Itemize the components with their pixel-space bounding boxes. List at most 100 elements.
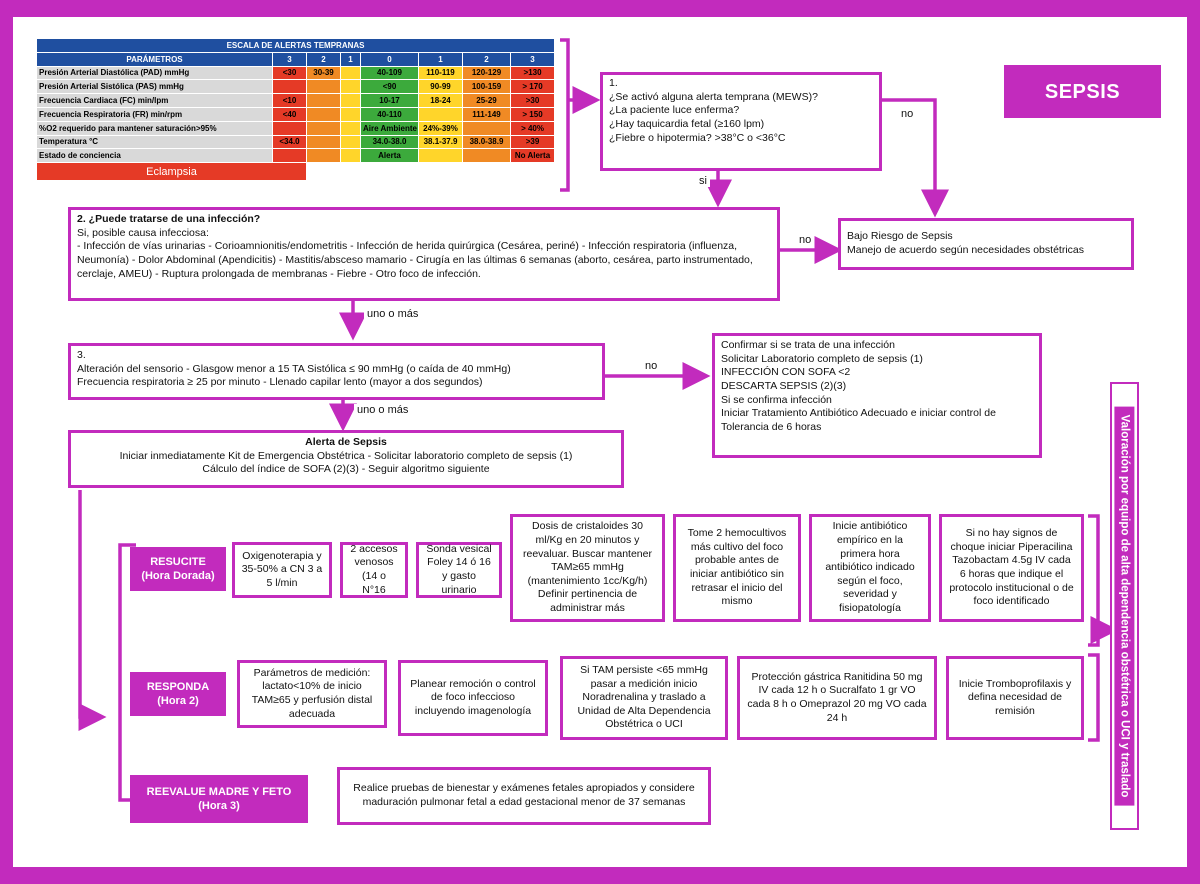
label-si: si bbox=[696, 175, 710, 187]
label-uno-mas-2: uno o más bbox=[354, 404, 412, 416]
mews-score-cell: 111-149 bbox=[462, 106, 511, 122]
mews-row: Presión Arterial Sistólica (PAS) mmHg<90… bbox=[36, 79, 556, 95]
sepsis-alert-title: Alerta de Sepsis bbox=[305, 436, 387, 448]
responda-step: Planear remoción o control de foco infec… bbox=[398, 660, 548, 736]
vertical-transfer-text: Valoración por equipo de alta dependenci… bbox=[1114, 406, 1135, 806]
mews-score-cell bbox=[418, 106, 463, 122]
mews-score-cell bbox=[340, 79, 361, 95]
confirm-line: DESCARTA SEPSIS (2)(3) bbox=[721, 379, 847, 392]
responda-step: Protección gástrica Ranitidina 50 mg IV … bbox=[737, 656, 937, 740]
mews-header-cell: 0 bbox=[360, 51, 419, 67]
mews-score-cell: 38.0-38.9 bbox=[462, 134, 511, 150]
question-3-box: 3. Alteración del sensorio - Glasgow men… bbox=[68, 343, 605, 400]
question-1-line: ¿Se activó alguna alerta temprana (MEWS)… bbox=[609, 90, 818, 103]
question-2-subtitle: Si, posible causa infecciosa: bbox=[77, 226, 209, 239]
mews-score-cell: 90-99 bbox=[418, 79, 463, 95]
mews-score-cell: 120-129 bbox=[462, 65, 511, 81]
confirm-line: Si se confirma infección bbox=[721, 393, 832, 406]
mews-header-cell: 3 bbox=[272, 51, 307, 67]
mews-score-cell: <40 bbox=[272, 106, 307, 122]
resucite-label: RESUCITE (Hora Dorada) bbox=[130, 547, 226, 591]
low-risk-box: Bajo Riesgo de Sepsis Manejo de acuerdo … bbox=[838, 218, 1134, 270]
mews-score-cell: Aire Ambiente bbox=[360, 120, 419, 136]
mews-score-cell: 38.1-37.9 bbox=[418, 134, 463, 150]
mews-row: Estado de conciencia Alerta No Alerta bbox=[36, 148, 556, 164]
confirm-infection-box: Confirmar si se trata de una infección S… bbox=[712, 333, 1042, 458]
resucite-step: Tome 2 hemocultivos más cultivo del foco… bbox=[673, 514, 801, 622]
mews-body: Presión Arterial Diastólica (PAD) mmHg<3… bbox=[36, 65, 556, 182]
mews-score-cell: > 150 bbox=[509, 106, 556, 122]
question-3-line: Alteración del sensorio - Glasgow menor … bbox=[77, 362, 511, 375]
mews-score-cell: 25-29 bbox=[462, 93, 511, 108]
mews-score-cell bbox=[340, 106, 361, 122]
mews-score-cell: 10-17 bbox=[360, 93, 419, 108]
mews-param-cell: Presión Arterial Sistólica (PAS) mmHg bbox=[36, 79, 273, 95]
mews-score-cell bbox=[462, 120, 511, 136]
question-3-number: 3. bbox=[77, 349, 86, 361]
mews-score-cell: >39 bbox=[509, 134, 556, 150]
confirm-line: Iniciar Tratamiento Antibiótico Adecuado… bbox=[721, 407, 996, 433]
reevalue-text-box: Realice pruebas de bienestar y exámenes … bbox=[337, 767, 711, 825]
responda-step: Inicie Tromboprofilaxis y defina necesid… bbox=[946, 656, 1084, 740]
mews-score-cell: >130 bbox=[509, 65, 556, 81]
question-1-number: 1. bbox=[609, 77, 618, 89]
mews-score-cell bbox=[340, 65, 361, 81]
low-risk-line: Manejo de acuerdo según necesidades obst… bbox=[847, 244, 1084, 256]
mews-score-cell bbox=[340, 120, 361, 136]
mews-header-cell: 3 bbox=[509, 51, 556, 67]
mews-score-cell bbox=[306, 120, 341, 136]
mews-score-cell bbox=[306, 106, 341, 122]
mews-score-cell bbox=[272, 120, 307, 136]
responda-label: RESPONDA (Hora 2) bbox=[130, 672, 226, 716]
responda-step: Si TAM persiste <65 mmHg pasar a medició… bbox=[560, 656, 728, 740]
mews-score-cell bbox=[306, 134, 341, 150]
mews-score-cell: 34.0-38.0 bbox=[360, 134, 419, 150]
mews-score-cell: 18-24 bbox=[418, 93, 463, 108]
mews-score-cell bbox=[306, 148, 341, 164]
mews-score-cell bbox=[272, 79, 307, 95]
mews-header-cell: 1 bbox=[418, 51, 463, 67]
responda-step: Parámetros de medición: lactato<10% de i… bbox=[237, 660, 387, 728]
question-1-line: ¿Hay taquicardia fetal (≥160 lpm) bbox=[609, 117, 765, 130]
confirm-line: Confirmar si se trata de una infección bbox=[721, 339, 895, 351]
mews-score-cell: <30 bbox=[272, 65, 307, 81]
resucite-step: Dosis de cristaloides 30 ml/Kg en 20 min… bbox=[510, 514, 665, 622]
sepsis-alert-box: Alerta de Sepsis Iniciar inmediatamente … bbox=[68, 430, 624, 488]
mews-score-cell: 40-110 bbox=[360, 106, 419, 122]
mews-score-cell bbox=[340, 148, 361, 164]
mews-score-cell bbox=[306, 93, 341, 108]
mews-header-cell: 1 bbox=[340, 51, 361, 67]
mews-score-cell: <10 bbox=[272, 93, 307, 108]
mews-score-cell: 40-109 bbox=[360, 65, 419, 81]
mews-score-cell: > 170 bbox=[509, 79, 556, 95]
resucite-step: Sonda vesical Foley 14 ó 16 y gasto urin… bbox=[416, 542, 502, 598]
confirm-line: Solicitar Laboratorio completo de sepsis… bbox=[721, 352, 923, 365]
confirm-line: INFECCIÓN CON SOFA <2 bbox=[721, 366, 851, 379]
mews-param-cell: Estado de conciencia bbox=[36, 148, 273, 164]
mews-score-cell: Alerta bbox=[360, 148, 419, 164]
mews-score-cell bbox=[340, 93, 361, 108]
label-no-2: no bbox=[796, 234, 815, 246]
mews-header-cell: 2 bbox=[306, 51, 341, 67]
resucite-step: Si no hay signos de choque iniciar Piper… bbox=[939, 514, 1084, 622]
mews-footer-eclampsia: Eclampsia bbox=[36, 162, 307, 182]
mews-score-cell: No Alerta bbox=[509, 148, 556, 164]
question-2-box: 2. ¿Puede tratarse de una infección? Si,… bbox=[68, 207, 780, 301]
mews-score-cell: 30-39 bbox=[306, 65, 341, 81]
sepsis-banner: SEPSIS bbox=[1004, 65, 1161, 118]
question-2-body: - Infección de vías urinarias - Corioamn… bbox=[77, 240, 753, 280]
mews-row: Presión Arterial Diastólica (PAD) mmHg<3… bbox=[36, 65, 556, 81]
mews-score-cell: 24%-39% bbox=[418, 120, 463, 136]
reevalue-label: REEVALUE MADRE Y FETO (Hora 3) bbox=[130, 775, 308, 823]
question-3-line: Frecuencia respiratoria ≥ 25 por minuto … bbox=[77, 376, 483, 389]
mews-param-cell: %O2 requerido para mantener saturación>9… bbox=[36, 120, 273, 136]
mews-row: %O2 requerido para mantener saturación>9… bbox=[36, 120, 556, 136]
mews-param-cell: Presión Arterial Diastólica (PAD) mmHg bbox=[36, 65, 273, 81]
mews-score-cell bbox=[418, 148, 463, 164]
mews-score-cell bbox=[272, 148, 307, 164]
low-risk-line: Bajo Riesgo de Sepsis bbox=[847, 230, 953, 243]
question-2-title: 2. ¿Puede tratarse de una infección? bbox=[77, 213, 261, 225]
